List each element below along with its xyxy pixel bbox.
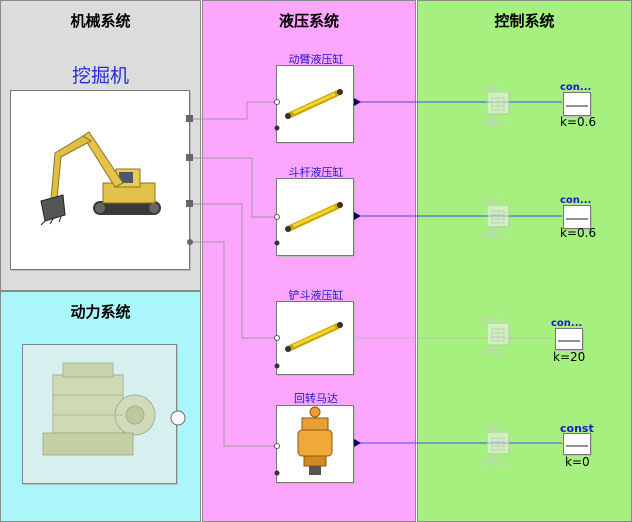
control-block-glyphs — [0, 0, 632, 522]
